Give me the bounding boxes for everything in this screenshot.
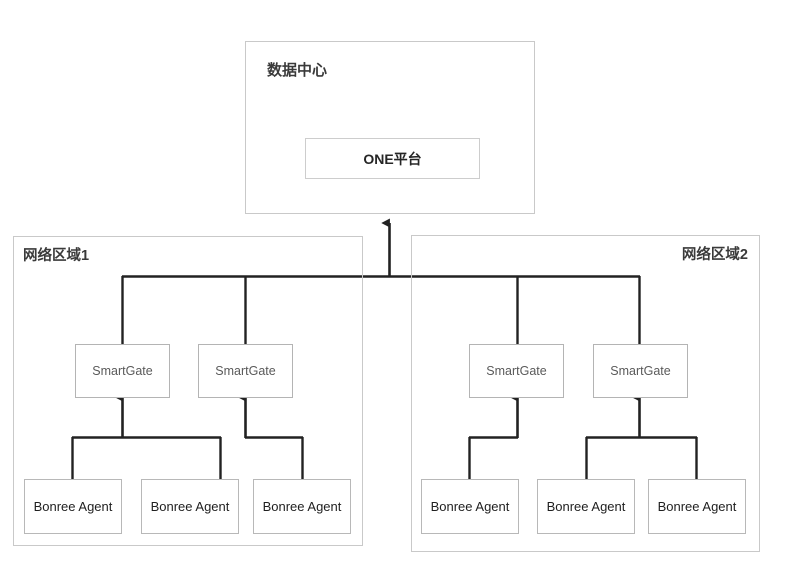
zone1-bonree-agent-2[interactable]: Bonree Agent xyxy=(141,479,239,534)
zone2-smartgate-1[interactable]: SmartGate xyxy=(469,344,564,398)
zone2-bonree-agent-3[interactable]: Bonree Agent xyxy=(648,479,746,534)
network-zone-1-label: 网络区域1 xyxy=(23,248,90,264)
zone2-bonree-agent-2[interactable]: Bonree Agent xyxy=(537,479,635,534)
one-platform-box[interactable]: ONE平台 xyxy=(305,138,480,179)
network-zone-1-container: 网络区域1 xyxy=(13,236,363,546)
zone2-bonree-agent-1[interactable]: Bonree Agent xyxy=(421,479,519,534)
zone1-smartgate-2[interactable]: SmartGate xyxy=(198,344,293,398)
zone2-smartgate-2[interactable]: SmartGate xyxy=(593,344,688,398)
network-zone-2-container: 网络区域2 xyxy=(411,235,760,552)
network-zone-2-label: 网络区域2 xyxy=(681,247,748,263)
zone1-bonree-agent-3[interactable]: Bonree Agent xyxy=(253,479,351,534)
datacenter-container: 数据中心 ONE平台 xyxy=(245,41,535,214)
zone1-smartgate-1[interactable]: SmartGate xyxy=(75,344,170,398)
datacenter-label: 数据中心 xyxy=(267,62,328,79)
zone1-bonree-agent-1[interactable]: Bonree Agent xyxy=(24,479,122,534)
